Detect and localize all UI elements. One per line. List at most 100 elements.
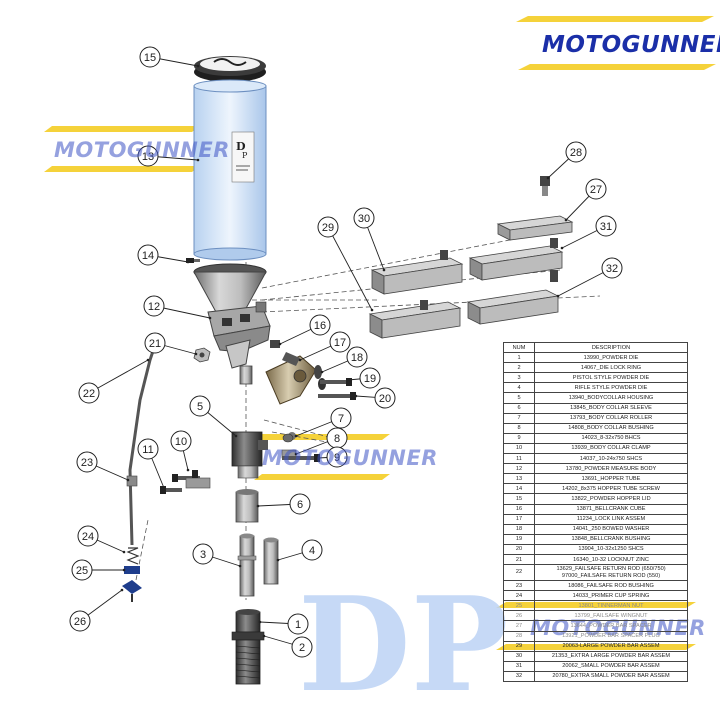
brand-logo: MOTOGUNNER — [542, 32, 720, 58]
part-description: 14037_10-24x750 SHCS — [534, 453, 688, 465]
callout-circle — [144, 332, 166, 354]
leader-dot — [294, 452, 298, 456]
leader-dot — [320, 370, 324, 374]
callout-8: 8 — [326, 427, 348, 449]
callout-circle — [287, 613, 309, 635]
callout-number: 28 — [570, 147, 582, 159]
callout-21: 21 — [144, 332, 166, 354]
leader-dot — [120, 588, 124, 592]
leader-dot — [564, 218, 568, 222]
callout-circle — [137, 145, 159, 167]
callout-circle — [565, 141, 587, 163]
leader-dot — [556, 294, 560, 298]
callout-32: 32 — [601, 257, 623, 279]
callout-number: 2 — [299, 642, 305, 654]
callout-circle — [346, 346, 368, 368]
powder-bar-spacer-plug — [540, 176, 550, 196]
part-number: 7 — [503, 412, 535, 424]
callout-circle — [137, 438, 159, 460]
callout-number: 13 — [142, 151, 154, 163]
powder-bar-small — [468, 238, 564, 281]
part-number: 19 — [503, 533, 535, 545]
callout-number: 25 — [76, 565, 88, 577]
callout-number: 4 — [309, 545, 315, 557]
part-description: 18086_FAILSAFE ROD BUSHING — [534, 580, 688, 592]
callout-23: 23 — [76, 451, 98, 473]
part-description: 14067_DIE LOCK RING — [534, 362, 688, 374]
part-number: 23 — [503, 580, 535, 592]
locknut — [193, 347, 211, 363]
callout-circle — [359, 367, 381, 389]
part-number: 31 — [503, 660, 535, 672]
part-description: 20063-LARGE POWDER BAR ASSEM — [534, 640, 688, 652]
part-description: 13799_FAILSAFE WINGNUT — [534, 610, 688, 622]
callout-16: 16 — [309, 314, 331, 336]
part-number: 28 — [503, 630, 535, 642]
part-description: 13629_FAILSAFE RETURN ROD (650/750) 9700… — [534, 564, 688, 582]
part-number: 10 — [503, 442, 535, 455]
callout-number: 14 — [142, 250, 154, 262]
num-header: NUM — [503, 341, 535, 354]
leader-dot — [234, 434, 238, 438]
callout-number: 16 — [314, 320, 326, 332]
part-description: 13939_BODY COLLAR CLAMP — [534, 442, 688, 455]
hopper-lid — [194, 56, 266, 82]
callout-circle — [374, 387, 396, 409]
leader-dot — [186, 468, 190, 472]
callout-circle — [301, 539, 323, 561]
part-description: 13990_POWDER DIE — [534, 352, 688, 364]
part-number: 25 — [503, 600, 535, 612]
part-number: 2 — [503, 362, 535, 374]
callout-circle — [595, 215, 617, 237]
callout-20: 20 — [374, 387, 396, 409]
part-number: 1 — [503, 352, 535, 364]
callout-31: 31 — [595, 215, 617, 237]
callout-19: 19 — [359, 367, 381, 389]
powder-bar-large — [368, 300, 462, 339]
svg-text:D: D — [236, 140, 246, 153]
svg-text:P: P — [242, 151, 248, 160]
leader-dot — [546, 176, 550, 180]
callout-circle — [317, 216, 339, 238]
clamp-screws — [160, 470, 211, 494]
part-number: 8 — [503, 422, 535, 434]
callout-circle — [585, 178, 607, 200]
callout-number: 11 — [142, 444, 153, 456]
callout-13: 13 — [137, 145, 159, 167]
rifle-powder-die — [263, 537, 279, 585]
callout-29: 29 — [317, 216, 339, 238]
callout-circle — [78, 382, 100, 404]
part-description: 14033_PRIMER CUP SPRING — [534, 590, 688, 602]
part-number: 13 — [503, 473, 535, 485]
part-number: 17 — [503, 513, 535, 525]
callout-number: 3 — [200, 549, 206, 561]
part-description: 13845_BODY COLLAR SLEEVE — [534, 402, 688, 414]
callout-circle — [77, 525, 99, 547]
part-number: 18 — [503, 523, 535, 535]
callout-11: 11 — [137, 438, 159, 460]
dp-logo-letters: DP — [298, 568, 509, 720]
callout-number: 10 — [175, 436, 187, 448]
leader-dot — [316, 456, 320, 460]
part-number: 20 — [503, 543, 535, 555]
parts-table-header: NUM DESCRIPTION — [503, 341, 688, 354]
part-number: 6 — [503, 402, 535, 414]
callout-circle — [329, 331, 351, 353]
callout-2: 2 — [291, 636, 313, 658]
leader-dot — [346, 378, 350, 382]
callout-circle — [326, 446, 348, 468]
powder-bar-spacer — [496, 215, 574, 241]
leader-dot — [146, 358, 150, 362]
